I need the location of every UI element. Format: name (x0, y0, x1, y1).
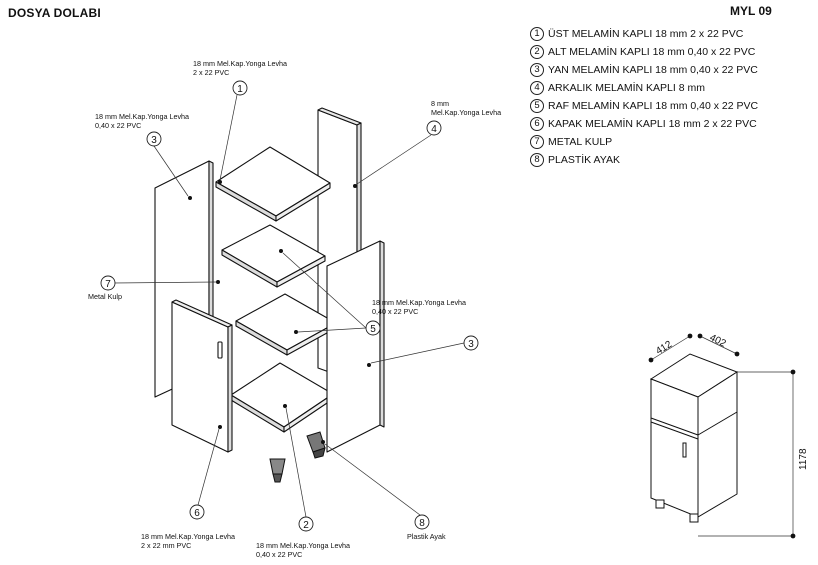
legend-text: ÜST MELAMİN KAPLI 18 mm 2 x 22 PVC (548, 28, 744, 40)
right-side-panel (326, 240, 381, 453)
page-title: DOSYA DOLABI (8, 6, 101, 20)
door-panel-side (227, 324, 233, 453)
dimension-width: 402 (708, 332, 728, 349)
callout-6-sublabel: 2 x 22 mm PVC (141, 541, 191, 550)
callout-1-label: 18 mm Mel.Kap.Yonga Levha (193, 59, 287, 68)
legend-item: 8 PLASTİK AYAK (530, 151, 758, 169)
callout-2-sublabel: 0,40 x 22 PVC (256, 550, 302, 559)
legend-number: 2 (530, 45, 544, 59)
callout-7-label: Metal Kulp (88, 292, 122, 301)
top-panel (215, 146, 331, 217)
callout-4-sublabel: Mel.Kap.Yonga Levha (431, 108, 501, 117)
callout-number-6: 6 (194, 508, 200, 519)
legend-item: 2 ALT MELAMİN KAPLI 18 mm 0,40 x 22 PVC (530, 43, 758, 61)
callout-number-2: 2 (303, 520, 309, 531)
callout-number-3b: 3 (468, 339, 474, 350)
legend-number: 6 (530, 117, 544, 131)
legend-item: 5 RAF MELAMİN KAPLI 18 mm 0,40 x 22 PVC (530, 97, 758, 115)
callout-number-5: 5 (370, 324, 376, 335)
legend-number: 4 (530, 81, 544, 95)
callout-2-label: 18 mm Mel.Kap.Yonga Levha (256, 541, 350, 550)
callout-3-label: 18 mm Mel.Kap.Yonga Levha (95, 112, 189, 121)
callout-number-7: 7 (105, 279, 111, 290)
assembled-cabinet-view (649, 353, 739, 523)
top-panel-edge-right (275, 182, 331, 222)
legend-item: 1 ÜST MELAMİN KAPLI 18 mm 2 x 22 PVC (530, 25, 758, 43)
legend-item: 3 YAN MELAMİN KAPLI 18 mm 0,40 x 22 PVC (530, 61, 758, 79)
callout-5-label: 18 mm Mel.Kap.Yonga Levha (372, 298, 466, 307)
callout-1-sublabel: 2 x 22 PVC (193, 68, 229, 77)
shelf-upper-edge-right (276, 255, 326, 288)
right-side-panel-edge (379, 240, 385, 428)
bottom-panel (230, 362, 334, 428)
legend-text: ARKALIK MELAMİN KAPLI 8 mm (548, 82, 705, 94)
legend-item: 6 KAPAK MELAMİN KAPLI 18 mm 2 x 22 PVC (530, 115, 758, 133)
legend-item: 4 ARKALIK MELAMİN KAPLI 8 mm (530, 79, 758, 97)
dimension-height: 1178 (798, 448, 809, 470)
legend-number: 1 (530, 27, 544, 41)
shelf-upper (221, 224, 326, 283)
metal-handle-icon (217, 341, 223, 359)
legend-number: 7 (530, 135, 544, 149)
callout-number-1: 1 (237, 84, 243, 95)
callout-number-3: 3 (151, 135, 157, 146)
callout-8-label: Plastik Ayak (407, 532, 446, 541)
legend-text: PLASTİK AYAK (548, 154, 620, 166)
legend-text: ALT MELAMİN KAPLI 18 mm 0,40 x 22 PVC (548, 46, 756, 58)
legend-number: 5 (530, 99, 544, 113)
callout-3-sublabel: 0,40 x 22 PVC (95, 121, 141, 130)
legend-number: 3 (530, 63, 544, 77)
legend-text: RAF MELAMİN KAPLI 18 mm 0,40 x 22 PVC (548, 100, 759, 112)
callout-number-8: 8 (419, 518, 425, 529)
callout-4-label: 8 mm (431, 99, 449, 108)
plastic-foot-icon (269, 431, 326, 483)
legend-text: KAPAK MELAMİN KAPLI 18 mm 2 x 22 PVC (548, 118, 757, 130)
legend-number: 8 (530, 153, 544, 167)
callout-5-sublabel: 0,40 x 22 PVC (372, 307, 418, 316)
dimension-depth: 412 (654, 339, 674, 357)
callout-6-label: 18 mm Mel.Kap.Yonga Levha (141, 532, 235, 541)
parts-legend: 1 ÜST MELAMİN KAPLI 18 mm 2 x 22 PVC 2 ALT… (530, 25, 758, 169)
legend-text: METAL KULP (548, 136, 613, 148)
product-code: MYL 09 (730, 4, 772, 18)
door-panel (171, 301, 229, 453)
callout-number-4: 4 (431, 124, 437, 135)
legend-item: 7 METAL KULP (530, 133, 758, 151)
legend-text: YAN MELAMİN KAPLI 18 mm 0,40 x 22 PVC (548, 64, 758, 76)
